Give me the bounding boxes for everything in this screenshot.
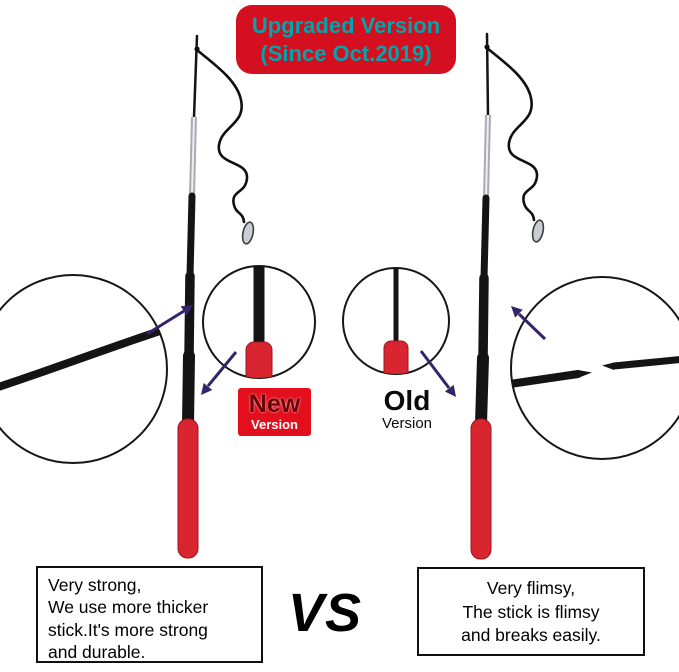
rod-section [478,273,489,363]
new-version-title: New [248,389,301,418]
strong-description-box: Very strong, We use more thicker stick.I… [36,566,263,663]
broken-end-right [602,362,614,370]
arrow-broken-to-rod [511,306,547,341]
new-version-badge: New Version [238,388,311,436]
zoom-new-handle-joint [202,265,316,379]
old-rod [470,32,492,560]
rod-section [182,350,195,430]
thick-stick [253,266,265,348]
upgraded-version-banner: Upgraded Version (Since Oct.2019) [236,5,456,74]
old-version-label: Old Version [369,385,445,433]
new-rod-lanyard [194,46,255,245]
new-version-subtitle: Version [251,416,298,432]
new-rod [177,34,199,559]
flimsy-description-box: Very flimsy, The stick is flimsy and bre… [417,567,645,656]
zoom-old-handle-joint [342,267,450,375]
old-version-title: Old [383,385,431,416]
rod-silver-highlight [191,116,195,197]
arrow-zoom-to-old-joint [419,350,456,397]
vs-text: VS [288,583,363,643]
lanyard-cord [485,46,539,222]
description-line: Very flimsy, [486,578,576,598]
new-handle-top [245,341,273,378]
magnifier-circle [510,276,679,460]
arrow-strong-to-rod [146,305,193,336]
rod-section [475,352,489,430]
description-line: and breaks easily. [461,625,601,646]
zoom-strong-stick [0,274,168,464]
broken-stick-right [610,354,679,370]
old-version-subtitle: Version [381,415,433,433]
rod-silver-highlight [485,114,489,199]
magnifier-circle [0,274,168,464]
callout-arrows [146,305,547,397]
rod-section [480,194,490,282]
broken-stick-left [511,370,582,388]
description-line: Very strong, [48,575,142,595]
new-rod-handle [177,418,199,559]
description-line: and durable. [48,642,146,663]
old-rod-handle [470,418,492,560]
description-line: We use more thicker [48,597,209,618]
lanyard-clip-icon [531,219,545,243]
lanyard-cord [195,48,249,224]
thick-stick-curve [0,322,167,400]
banner-line-2: (Since Oct.2019) [260,40,432,66]
rod-section [184,271,195,361]
description-line: stick.It's more strong [48,619,208,640]
old-handle-top [383,340,409,374]
banner-line-1: Upgraded Version [251,13,441,38]
thin-stick [393,268,399,345]
zoom-broken-stick [510,276,679,460]
broken-end-left [578,370,592,378]
old-rod-lanyard [484,44,545,243]
lanyard-clip-icon [241,221,255,245]
rod-section [186,192,196,280]
description-line: The stick is flimsy [462,601,600,622]
arrow-zoom-to-new-joint [201,351,238,395]
